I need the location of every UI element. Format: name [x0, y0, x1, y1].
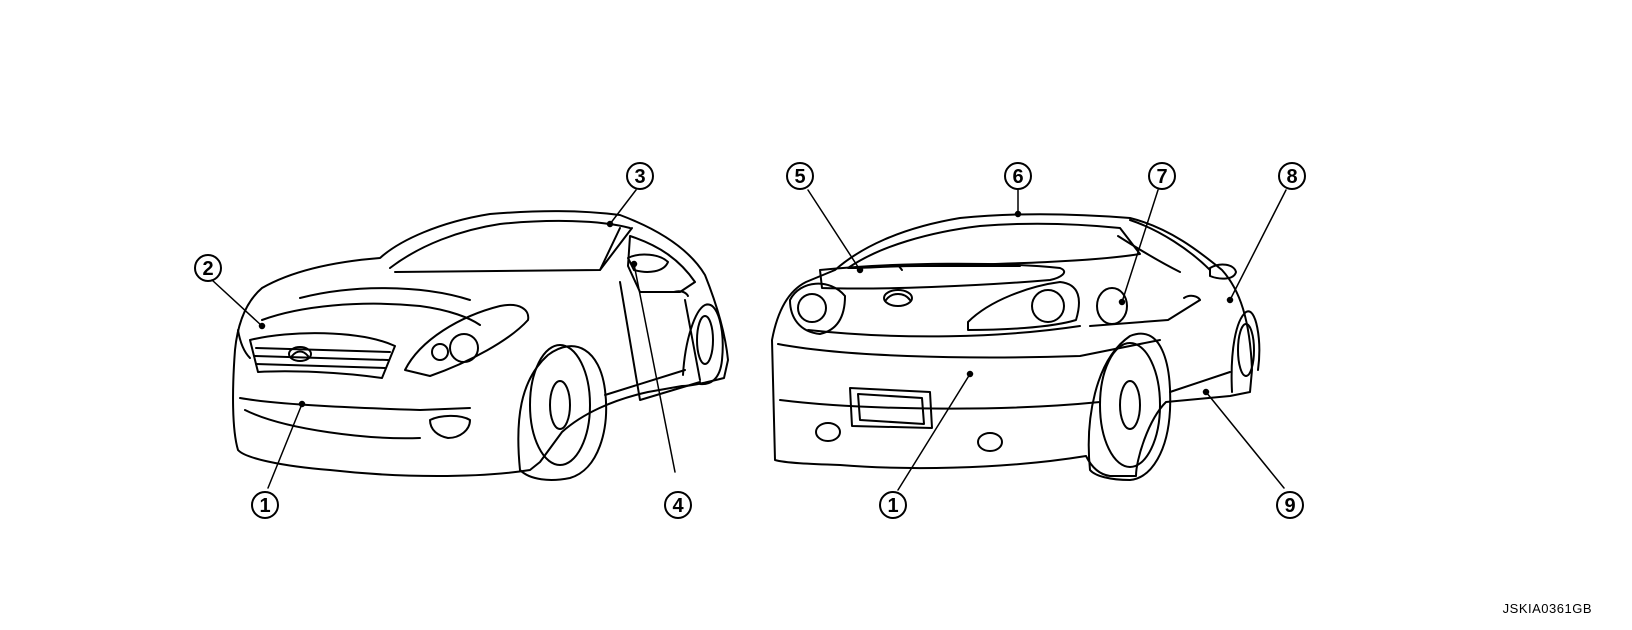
callout-7: 7 [1148, 162, 1176, 190]
callout-number: 3 [634, 166, 645, 188]
callout-9: 9 [1276, 491, 1304, 519]
callout-8: 8 [1278, 162, 1306, 190]
callout-4: 4 [664, 491, 692, 519]
callout-number: 5 [794, 166, 805, 188]
callout-number: 7 [1156, 166, 1167, 188]
callout-5: 5 [786, 162, 814, 190]
callout-number: 9 [1284, 495, 1295, 517]
callout-6: 6 [1004, 162, 1032, 190]
callout-3: 3 [626, 162, 654, 190]
callout-2: 2 [194, 254, 222, 282]
callout-number: 1 [887, 495, 898, 517]
callout-number: 6 [1012, 166, 1023, 188]
callout-number: 8 [1286, 166, 1297, 188]
callouts: 1 2 3 4 5 6 7 8 [194, 162, 1306, 519]
callout-1-front: 1 [251, 491, 279, 519]
leader-lines [211, 189, 1287, 491]
callout-number: 4 [672, 495, 684, 517]
rear-view-car [771, 213, 1261, 481]
callout-1-rear: 1 [879, 491, 907, 519]
callout-number: 1 [259, 495, 270, 517]
front-view-car [232, 210, 729, 481]
figure-reference-code: JSKIA0361GB [1502, 601, 1592, 616]
callout-number: 2 [202, 258, 213, 280]
